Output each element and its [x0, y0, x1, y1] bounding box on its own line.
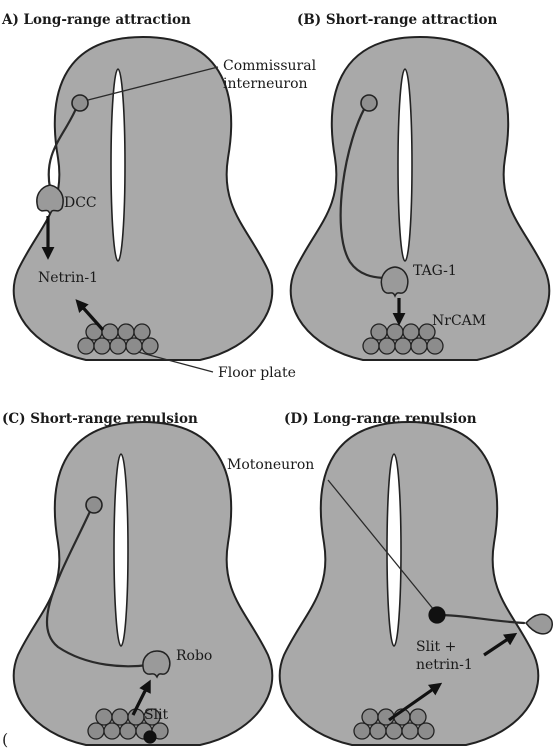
- spinal-cord-section: [280, 422, 539, 745]
- central-canal: [114, 454, 128, 646]
- panel-d: (D) Long-range repulsion Slit + netrin-1…: [227, 411, 552, 745]
- central-canal: [111, 69, 125, 261]
- tag-1-label: TAG-1: [413, 263, 457, 279]
- growth-cone: [143, 651, 170, 677]
- commissural-interneuron-soma: [72, 95, 88, 111]
- central-canal: [387, 454, 401, 646]
- edge-parenthesis: (: [2, 730, 8, 749]
- commissural-label-line-1: Commissural: [223, 58, 317, 74]
- panel-a-title: A) Long-range attraction: [1, 12, 191, 28]
- commissural-interneuron-soma: [86, 497, 102, 513]
- panel-b-title: (B) Short-range attraction: [297, 12, 497, 28]
- dcc-label: DCC: [64, 195, 97, 211]
- slit-dot: [144, 731, 156, 743]
- growth-cone: [37, 185, 63, 214]
- panel-b: (B) Short-range attraction TAG-1 NrCAM: [291, 12, 550, 360]
- netrin-1-label: Netrin-1: [38, 270, 98, 286]
- panel-a: A) Long-range attraction DCC Netrin-1 Co…: [1, 12, 317, 381]
- robo-label: Robo: [176, 648, 212, 664]
- central-canal: [398, 69, 412, 261]
- growth-cone: [381, 267, 407, 296]
- slit-netrin-label-line-2: netrin-1: [416, 657, 473, 673]
- floor-plate-label: Floor plate: [218, 365, 296, 381]
- motor-growth-cone: [526, 614, 552, 634]
- commissural-interneuron-soma: [361, 95, 377, 111]
- commissural-label-line-2: interneuron: [223, 76, 308, 92]
- nrcam-label: NrCAM: [432, 313, 486, 329]
- slit-netrin-label-line-1: Slit +: [416, 639, 456, 655]
- slit-label: Slit: [144, 707, 169, 723]
- motoneuron-label: Motoneuron: [227, 457, 314, 473]
- motoneuron-soma: [429, 607, 445, 623]
- spinal-cord-section: [291, 37, 550, 360]
